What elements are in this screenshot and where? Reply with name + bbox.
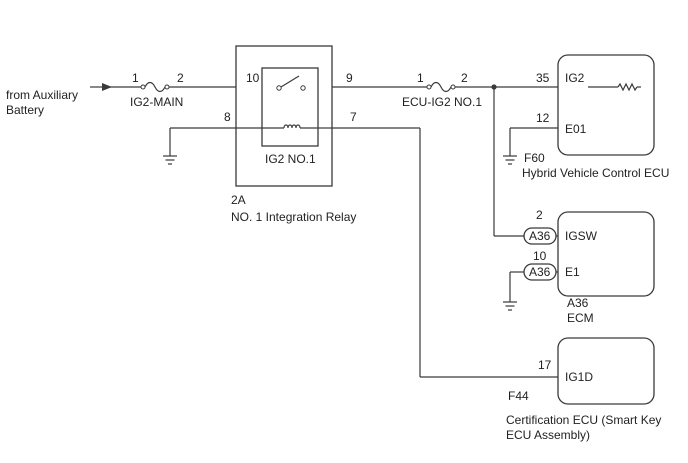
fuse-ecu-label: ECU-IG2 NO.1 [402,95,482,109]
ecm-connector-tag-igsw [523,227,557,245]
ground-icon-relay [163,155,177,165]
relay-pin-coil-a: 8 [224,110,231,124]
relay-code: 2A [231,193,246,207]
ecm-pin-igsw: 2 [536,208,543,222]
relay-switch-icon [276,75,306,91]
ecm-pin-e1: 10 [533,249,547,263]
source-label-line2: Battery [6,103,44,117]
ecm-connector-e1: A36 [529,265,551,279]
e01-ground-wire [509,127,558,156]
fuse-ig2-main [140,81,170,93]
fuse-ecu-pin-in: 1 [417,71,424,85]
cert-ecu-name-line1: Certification ECU (Smart Key [506,413,661,427]
ecm-box [557,211,655,297]
ecm-term-e1: E1 [565,265,580,279]
fuse-main-pin-in: 1 [132,71,139,85]
relay-inner-box [261,67,319,147]
cert-ecu-box [557,337,655,405]
cert-ecu-name-line2: ECU Assembly) [506,428,590,442]
ecm-term-igsw: IGSW [565,229,598,243]
ground-icon-ecm [503,301,517,311]
hv-ecu-pin-e01: 12 [536,111,550,125]
hv-ecu-code: F60 [524,151,545,165]
coil-ground-wire [169,127,236,156]
relay-coil-icon [283,124,301,129]
cert-ecu-term-ig1d: IG1D [565,370,593,384]
hv-ecu-name: Hybrid Vehicle Control ECU [522,166,669,180]
hv-ecu-box [557,54,655,156]
ground-icon-hv [503,155,517,165]
relay-label: IG2 NO.1 [265,152,316,166]
resistor-icon [588,82,641,92]
ig1d-wire [332,127,558,378]
relay-pin-in: 10 [246,71,260,85]
source-label-line1: from Auxiliary [6,88,78,102]
relay-name: NO. 1 Integration Relay [231,210,356,224]
hv-ecu-term-ig2: IG2 [565,71,585,85]
cert-ecu-pin-ig1d: 17 [538,358,552,372]
relay-pin-out: 9 [346,71,353,85]
hv-ecu-term-e01: E01 [565,122,587,136]
ecm-code: A36 [567,296,589,310]
fuse-ecu-ig2 [426,81,456,93]
fuse-main-label: IG2-MAIN [130,95,183,109]
cert-ecu-code: F44 [508,389,529,403]
ecm-connector-igsw: A36 [529,229,551,243]
ecm-name: ECM [567,311,594,325]
fuse-main-pin-out: 2 [177,71,184,85]
e1-ground-wire [509,271,558,302]
hv-ecu-pin-ig2: 35 [536,71,550,85]
fuse-ecu-pin-out: 2 [461,71,468,85]
relay-pin-coil-b: 7 [350,110,357,124]
